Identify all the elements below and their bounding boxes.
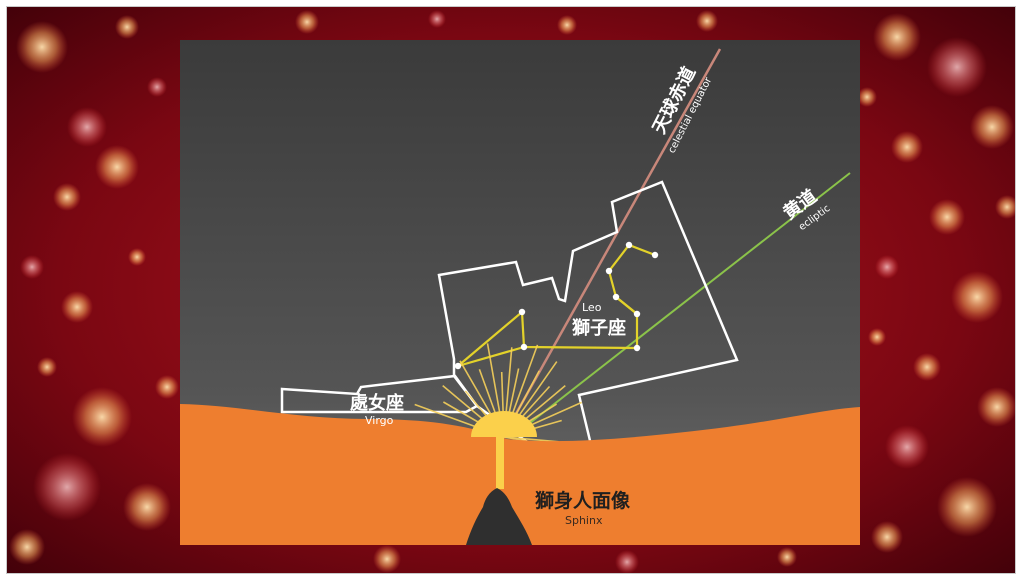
- bokeh-light: [929, 199, 965, 235]
- bokeh-light: [115, 15, 139, 39]
- rising-sun-icon: [471, 411, 537, 437]
- bokeh-light: [67, 107, 107, 147]
- bokeh-light: [295, 10, 319, 34]
- sphinx-cn-label: 獅身人面像: [535, 489, 631, 512]
- bokeh-light: [147, 77, 167, 97]
- bokeh-light: [123, 483, 171, 531]
- ground-horizon: [180, 404, 860, 545]
- bokeh-light: [428, 10, 446, 28]
- bokeh-light: [615, 550, 639, 573]
- bokeh-light: [885, 425, 929, 469]
- bokeh-light: [777, 547, 797, 567]
- bokeh-light: [53, 183, 81, 211]
- bokeh-light: [33, 453, 101, 521]
- leo-en-label: Leo: [582, 301, 602, 314]
- bokeh-light: [970, 105, 1014, 149]
- sphinx-silhouette-icon: [466, 488, 532, 545]
- bokeh-light: [951, 271, 1003, 323]
- bokeh-light: [37, 357, 57, 377]
- bokeh-light: [9, 529, 45, 565]
- bokeh-light: [696, 10, 718, 32]
- bokeh-light: [995, 195, 1015, 219]
- leo-stick-figure: [457, 243, 656, 368]
- leo-cn-label: 獅子座: [572, 317, 626, 339]
- sun-beam: [496, 437, 504, 489]
- bokeh-light: [857, 87, 877, 107]
- diagram-canvas: 天球赤道 celestial equator 黄道 ecliptic Leo 獅…: [180, 40, 860, 545]
- bokeh-light: [72, 387, 132, 447]
- bokeh-light: [16, 21, 68, 73]
- sun-ray: [503, 436, 559, 443]
- virgo-en-label: Virgo: [365, 414, 394, 427]
- bokeh-light: [977, 387, 1015, 427]
- bokeh-light: [128, 248, 146, 266]
- slide-frame: 天球赤道 celestial equator 黄道 ecliptic Leo 獅…: [6, 6, 1016, 574]
- bokeh-light: [95, 145, 139, 189]
- bokeh-light: [873, 13, 921, 61]
- bokeh-light: [927, 37, 987, 97]
- bokeh-light: [868, 328, 886, 346]
- bokeh-light: [61, 291, 93, 323]
- sphinx-en-label: Sphinx: [565, 514, 603, 527]
- bokeh-light: [937, 477, 997, 537]
- leo-stars: [454, 241, 659, 370]
- ecliptic-line: [511, 172, 851, 438]
- bokeh-light: [891, 131, 923, 163]
- bokeh-light: [155, 375, 179, 399]
- bokeh-light: [875, 255, 899, 279]
- bokeh-light: [557, 15, 577, 35]
- virgo-cn-label: 處女座: [350, 392, 404, 414]
- bokeh-light: [913, 353, 941, 381]
- bokeh-light: [20, 255, 44, 279]
- bokeh-light: [871, 521, 903, 553]
- bokeh-light: [373, 545, 401, 573]
